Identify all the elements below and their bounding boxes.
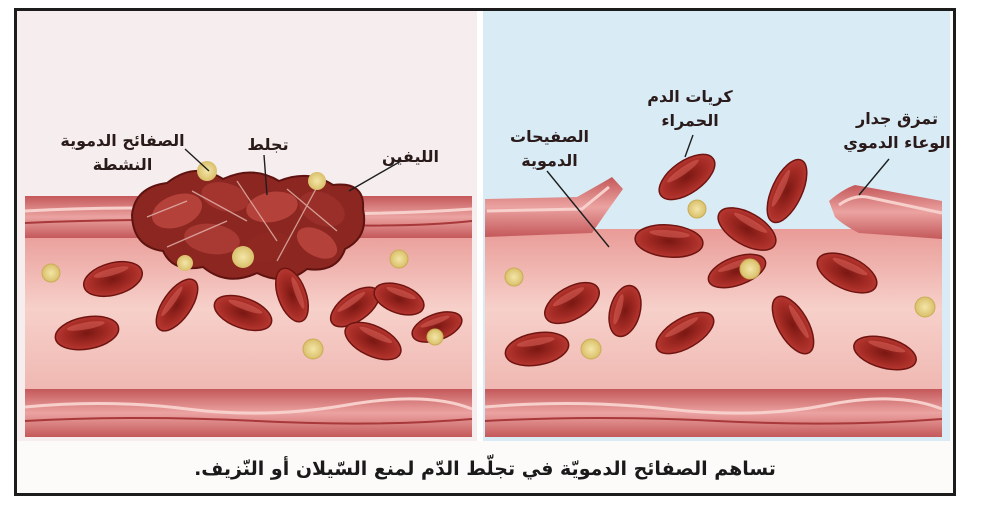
label-red-blood-cells: كريات الدم الحمراء [635,85,745,133]
platelet [42,264,60,282]
label-vessel-wall-tear: تمزق جدار الوعاء الدموي [827,107,967,155]
platelet [581,339,601,359]
label-platelets-text: الصفيحات الدموية [510,127,589,170]
diagram-frame: الصفائح الدموية النشطة تجلط الليفين الصف… [14,8,956,496]
platelet [427,329,443,345]
platelet [390,250,408,268]
platelet [915,297,935,317]
blood-clotting-illustration [17,11,953,493]
platelet [505,268,523,286]
label-clot: تجلط [243,133,293,157]
platelet [688,200,706,218]
label-red-blood-cells-text: كريات الدم الحمراء [647,87,732,130]
label-platelets: الصفيحات الدموية [497,125,602,173]
platelet [740,259,760,279]
label-active-platelets-text: الصفائح الدموية النشطة [60,131,184,174]
platelet [303,339,323,359]
label-vessel-wall-tear-text: تمزق جدار الوعاء الدموي [843,109,951,152]
label-fibrin: الليفين [373,145,448,169]
diagram-caption: تساهم الصفائح الدمويّة في تجلّط الدّم لم… [17,458,953,480]
label-active-platelets: الصفائح الدموية النشطة [45,129,200,177]
